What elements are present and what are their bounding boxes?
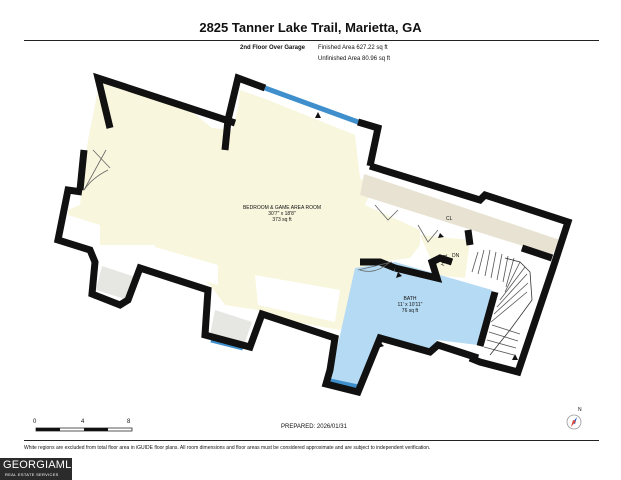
scale-label-8: 8 [127,419,131,425]
scale-label-0: 0 [33,419,37,425]
bath-floor [330,262,492,390]
bedroom-name: BEDROOM & GAME AREA ROOM [243,205,321,211]
closet-floor [360,174,560,255]
door-swings [83,149,439,272]
disclaimer: White regions are excluded from total fl… [24,445,431,451]
window-nook [96,266,135,300]
footer-divider [24,440,599,441]
finished-area: Finished Area 627.22 sq ft [318,45,388,51]
header-divider [24,40,599,41]
closet-label: CL [446,216,453,222]
bath-area: 76 sq ft [402,308,419,314]
walls [53,72,573,397]
logo-main-text: GEORGIAMLS [3,459,79,471]
bedroom-dims: 30'7" x 18'8" [268,211,296,217]
stairs-label: DN [452,253,460,259]
hall-label: HALL [440,253,449,267]
view-markers [106,112,518,360]
prepared-date: PREPARED: 2026/01/31 [281,424,347,430]
unfinished-region [148,245,218,285]
scale-label-4: 4 [81,419,85,425]
compass-north-label: N [578,407,582,413]
georgia-mls-logo: GEORGIAMLS REAL ESTATE SERVICES [0,458,79,480]
floor-name: 2nd Floor Over Garage [240,45,306,51]
bedroom-area: 373 sq ft [272,217,292,223]
unfinished-region [68,215,100,245]
bath-name: BATH [404,296,417,302]
scale-bar [35,427,133,432]
page-title: 2825 Tanner Lake Trail, Marietta, GA [199,20,422,35]
logo-sub-text: REAL ESTATE SERVICES [5,472,59,477]
unfinished-region [255,275,340,322]
bath-dims: 11' x 10'11" [398,302,423,308]
compass-icon: N [566,407,582,430]
unfinished-area: Unfinished Area 80.96 sq ft [318,56,391,62]
bedroom-floor [68,80,420,330]
